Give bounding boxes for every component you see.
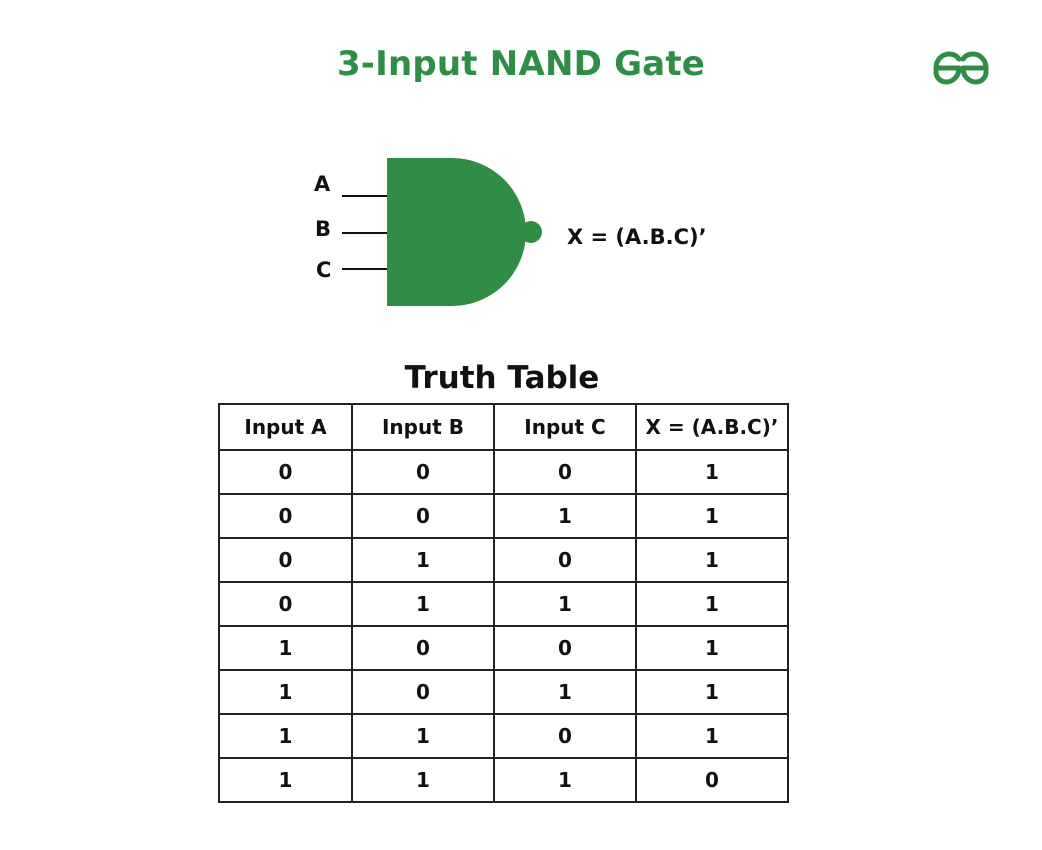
cell-input-b: 1 [351, 757, 495, 803]
table-row: 0 0 1 1 [218, 493, 789, 539]
cell-output-x: 0 [635, 757, 789, 803]
cell-output-x: 1 [635, 625, 789, 671]
table-row: 0 1 1 1 [218, 581, 789, 627]
truth-table-title: Truth Table [404, 360, 600, 396]
table-row: 1 1 0 1 [218, 713, 789, 759]
cell-input-b: 0 [351, 449, 495, 495]
table-row: 1 1 1 0 [218, 757, 789, 803]
input-label-b: B [315, 217, 331, 241]
cell-input-b: 0 [351, 669, 495, 715]
table-row: 1 0 0 1 [218, 625, 789, 671]
cell-input-c: 1 [493, 757, 637, 803]
output-expression: X = (A.B.C)’ [567, 225, 707, 249]
cell-input-c: 1 [493, 669, 637, 715]
cell-output-x: 1 [635, 493, 789, 539]
inversion-bubble [520, 221, 542, 243]
cell-input-a: 1 [218, 757, 353, 803]
gfg-logo-icon [933, 51, 989, 85]
cell-input-b: 0 [351, 493, 495, 539]
cell-input-a: 0 [218, 493, 353, 539]
cell-input-a: 1 [218, 713, 353, 759]
table-row: 0 0 0 1 [218, 449, 789, 495]
cell-input-c: 1 [493, 581, 637, 627]
cell-output-x: 1 [635, 581, 789, 627]
cell-output-x: 1 [635, 669, 789, 715]
cell-output-x: 1 [635, 449, 789, 495]
header-output-x: X = (A.B.C)’ [635, 403, 789, 451]
cell-input-a: 0 [218, 581, 353, 627]
cell-input-b: 1 [351, 537, 495, 583]
header-input-b: Input B [351, 403, 495, 451]
cell-input-c: 0 [493, 713, 637, 759]
cell-input-c: 0 [493, 449, 637, 495]
table-row: 1 0 1 1 [218, 669, 789, 715]
cell-output-x: 1 [635, 713, 789, 759]
input-label-c: C [316, 258, 331, 282]
cell-input-a: 0 [218, 449, 353, 495]
input-label-a: A [314, 172, 331, 196]
cell-input-a: 1 [218, 625, 353, 671]
nand-gate-diagram: A B C X = (A.B.C)’ [314, 158, 707, 306]
cell-input-b: 0 [351, 625, 495, 671]
cell-input-c: 0 [493, 625, 637, 671]
nand-gate-body [387, 158, 526, 306]
cell-input-b: 1 [351, 713, 495, 759]
cell-input-c: 0 [493, 537, 637, 583]
table-row: 0 1 0 1 [218, 537, 789, 583]
cell-input-c: 1 [493, 493, 637, 539]
header-input-c: Input C [493, 403, 637, 451]
cell-output-x: 1 [635, 537, 789, 583]
truth-table: Input A Input B Input C X = (A.B.C)’ 0 0… [218, 403, 789, 803]
page-title: 3-Input NAND Gate [336, 44, 706, 84]
cell-input-b: 1 [351, 581, 495, 627]
cell-input-a: 0 [218, 537, 353, 583]
cell-input-a: 1 [218, 669, 353, 715]
header-input-a: Input A [218, 403, 353, 451]
table-header-row: Input A Input B Input C X = (A.B.C)’ [218, 403, 789, 451]
